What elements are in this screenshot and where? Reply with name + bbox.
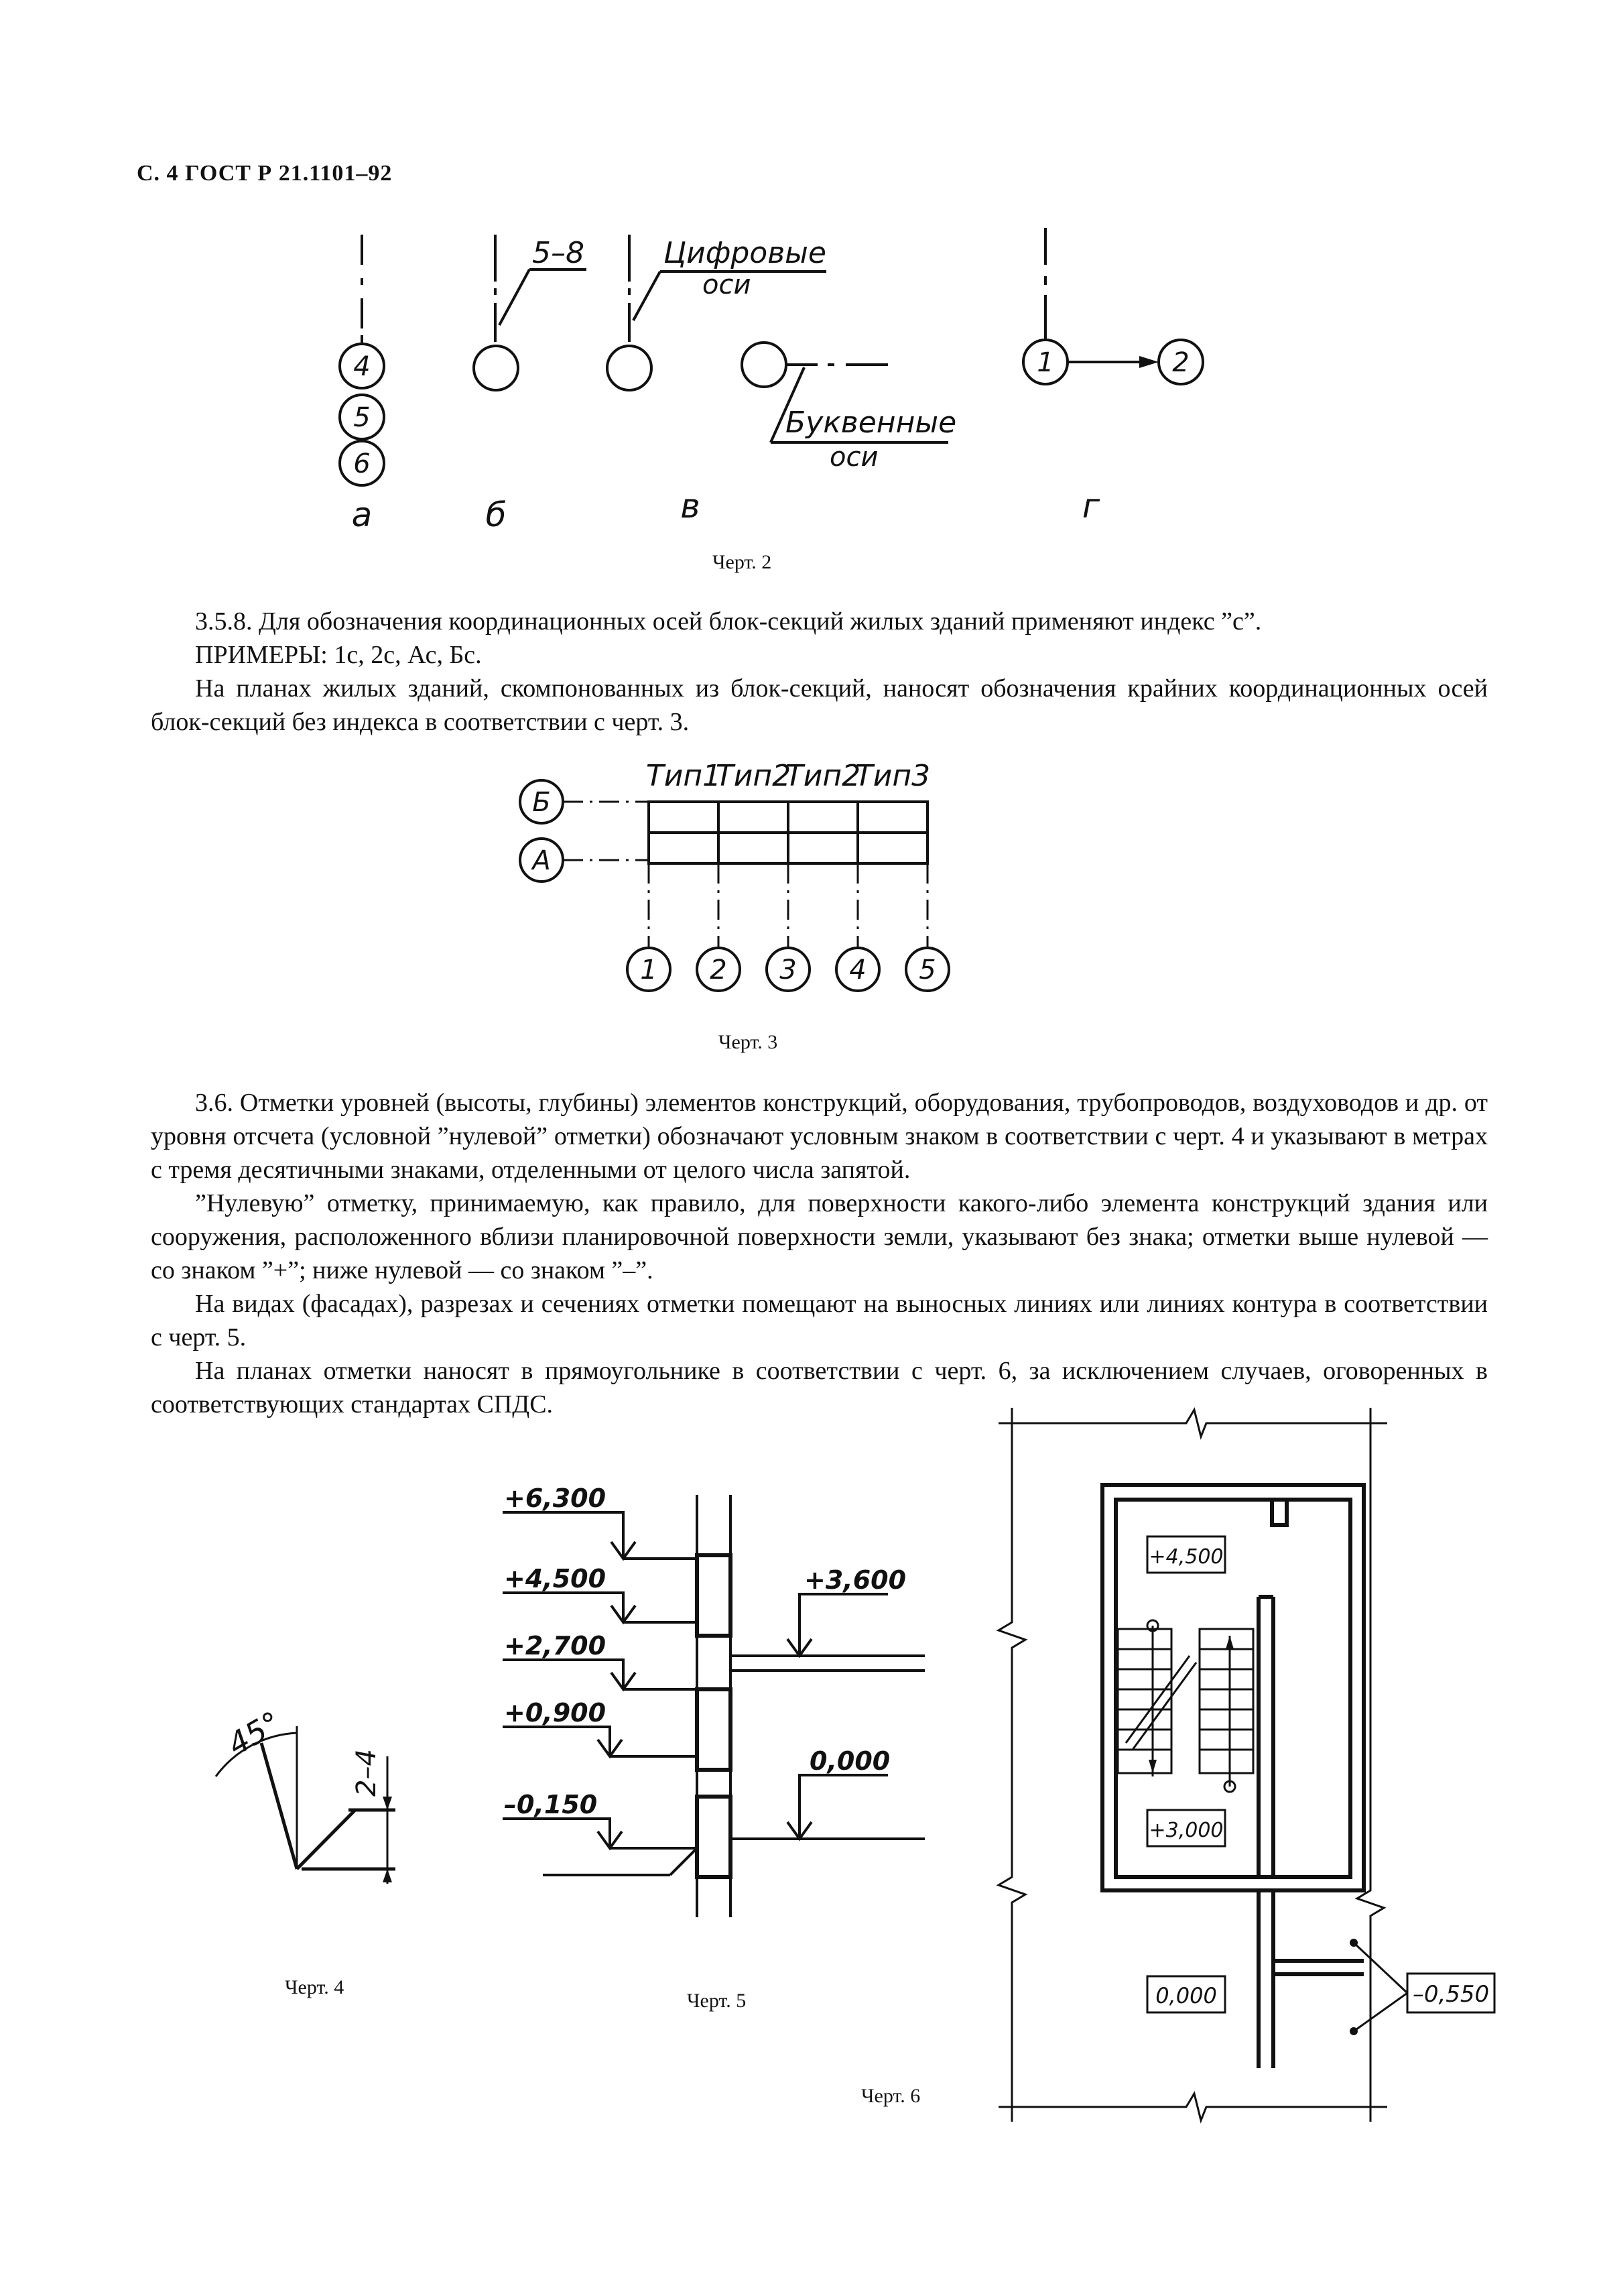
type-label: Тип2 bbox=[716, 759, 791, 793]
para-line: 3.5.8. Для обозначения координационных о… bbox=[195, 607, 1262, 636]
para-p2: ”Нулевую” отметку, принимаемую, как прав… bbox=[151, 1189, 1488, 1284]
figure-6-caption: Черт. 6 bbox=[861, 2085, 921, 2107]
para-p4: На планах отметки наносят в прямоугольни… bbox=[151, 1357, 1488, 1418]
level-box bbox=[1146, 1535, 1226, 1574]
subfig-letter-b: б bbox=[486, 495, 507, 534]
para-p1: 3.6. Отметки уровней (высоты, глубины) э… bbox=[151, 1089, 1488, 1184]
subfig-letter-g: г bbox=[1082, 487, 1100, 526]
column-label: 2 bbox=[710, 955, 726, 985]
arrow-head bbox=[1139, 356, 1159, 368]
figure-5-caption: Черт. 5 bbox=[687, 1990, 747, 2012]
digital-axes-label-2: оси bbox=[702, 269, 751, 300]
para-line: ПРИМЕРЫ: 1с, 2с, Ас, Бс. bbox=[195, 641, 482, 669]
level-mark: +4,500 bbox=[1149, 1545, 1223, 1569]
axis-circle-v1 bbox=[606, 345, 653, 391]
circle-label: 2 bbox=[1172, 347, 1189, 378]
level-mark: +0,900 bbox=[504, 1698, 606, 1728]
paragraph-3-6: 3.6. Отметки уровней (высоты, глубины) э… bbox=[151, 1086, 1488, 1421]
level-mark: +6,300 bbox=[504, 1484, 606, 1513]
letter-axes-label: Буквенные bbox=[785, 406, 956, 440]
axis-circle-4 bbox=[338, 343, 385, 389]
axis-circle-6 bbox=[338, 440, 385, 487]
paragraph-3-5-8: 3.5.8. Для обозначения координационных о… bbox=[151, 605, 1488, 739]
level-mark: +3,000 bbox=[1149, 1819, 1223, 1842]
level-mark: –0,150 bbox=[504, 1790, 597, 1819]
level-mark: 0,000 bbox=[1155, 1983, 1217, 2008]
type-label: Тип1 bbox=[646, 759, 721, 793]
column-label: 1 bbox=[640, 955, 657, 985]
para-line: На планах жилых зданий, скомпонованных и… bbox=[151, 674, 1488, 736]
level-mark: +4,500 bbox=[504, 1564, 606, 1593]
page-header: С. 4 ГОСТ Р 21.1101–92 bbox=[137, 161, 393, 186]
type-label: Тип3 bbox=[855, 759, 930, 793]
figure-4-caption: Черт. 4 bbox=[285, 1976, 344, 1998]
axis-circle-5 bbox=[338, 394, 385, 440]
circle-label: 6 bbox=[353, 448, 370, 479]
circle-label: 1 bbox=[1037, 347, 1053, 378]
para-p3: На видах (фасадах), разрезах и сечениях … bbox=[151, 1290, 1488, 1351]
level-mark: 0,000 bbox=[810, 1746, 890, 1776]
axis-range-label: 5–8 bbox=[532, 236, 584, 270]
level-mark: +2,700 bbox=[504, 1631, 606, 1660]
circle-label: 5 bbox=[353, 402, 370, 433]
row-label: А bbox=[530, 845, 550, 876]
level-mark: +3,600 bbox=[804, 1565, 906, 1595]
figure-3-caption: Черт. 3 bbox=[718, 1031, 778, 1053]
digital-axes-label: Цифровые bbox=[663, 236, 826, 270]
column-label: 3 bbox=[779, 955, 796, 985]
level-mark: –0,550 bbox=[1413, 1981, 1489, 2008]
column-label: 5 bbox=[919, 955, 936, 985]
figure-2-caption: Черт. 2 bbox=[712, 551, 772, 573]
circle-label: 4 bbox=[353, 351, 370, 382]
column-label: 4 bbox=[849, 955, 866, 985]
subfig-letter-a: а bbox=[352, 495, 373, 534]
axis-circle-b bbox=[472, 345, 519, 391]
level-box bbox=[1146, 1809, 1226, 1848]
subfig-letter-v: в bbox=[680, 487, 700, 526]
size-label: 2–4 bbox=[351, 1749, 382, 1797]
row-label: Б bbox=[532, 787, 550, 818]
type-label: Тип2 bbox=[785, 759, 860, 793]
letter-axes-label-2: оси bbox=[830, 442, 878, 473]
level-box bbox=[1146, 1975, 1226, 2014]
